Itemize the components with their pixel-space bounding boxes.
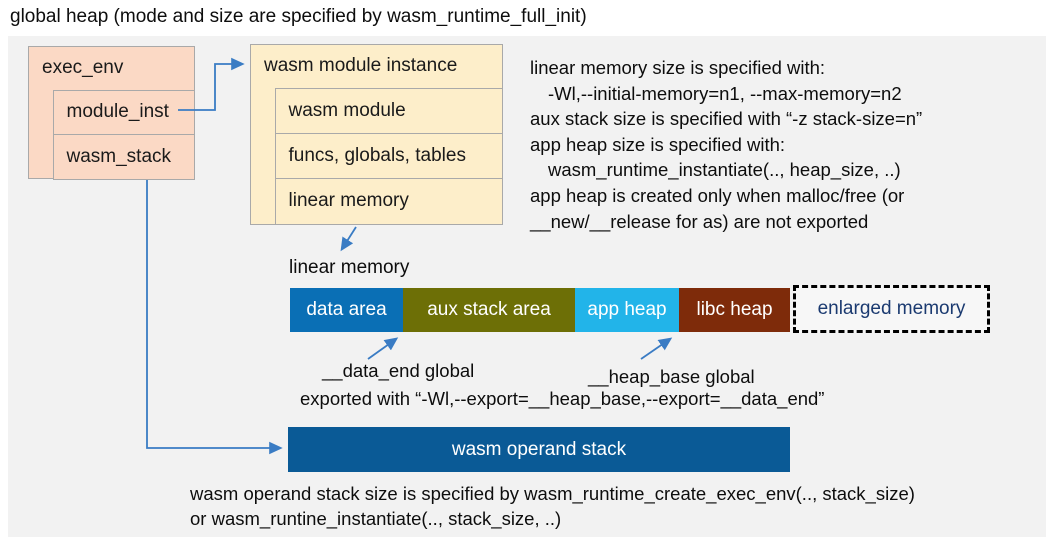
segment-enlarged-memory: enlarged memory: [793, 285, 990, 333]
module-instance-header: wasm module instance: [264, 55, 458, 76]
segment-app-heap: app heap: [575, 288, 679, 332]
linear-memory-notes: linear memory size is specified with: -W…: [530, 55, 1045, 234]
exec-env-header: exec_env: [42, 57, 124, 78]
module-instance-row-linear-memory: linear memory: [274, 178, 503, 225]
segment-libc-heap: libc heap: [679, 288, 790, 332]
note-line: __new/__release for as) are not exported: [530, 210, 869, 232]
linear-memory-label: linear memory: [289, 257, 410, 278]
wasm-operand-stack-bar: wasm operand stack: [288, 427, 790, 472]
note-line: wasm operand stack size is specified by …: [190, 483, 915, 504]
diagram-title: global heap (mode and size are specified…: [10, 6, 587, 27]
exec-env-row-module-inst: module_inst: [52, 89, 195, 135]
heap-base-global-label: __heap_base global: [588, 366, 755, 387]
note-line: app heap is created only when malloc/fre…: [530, 184, 905, 206]
operand-stack-notes: wasm operand stack size is specified by …: [190, 481, 915, 531]
note-line: app heap size is specified with:: [530, 133, 786, 155]
segment-aux-stack-area: aux stack area: [403, 288, 575, 332]
module-instance-row-wasm-module: wasm module: [274, 87, 503, 135]
module-instance-row-funcs-globals-tables: funcs, globals, tables: [274, 133, 503, 180]
exec-env-box: exec_env module_inst wasm_stack: [28, 46, 195, 180]
data-end-global-label: __data_end global: [322, 360, 475, 381]
module-instance-box: wasm module instance wasm module funcs, …: [250, 44, 503, 225]
segment-data-area: data area: [290, 288, 403, 332]
note-line: aux stack size is specified with “-z sta…: [530, 108, 923, 130]
exec-env-row-wasm-stack: wasm_stack: [52, 133, 195, 180]
exported-with-label: exported with “-Wl,--export=__heap_base,…: [300, 388, 825, 409]
note-line: linear memory size is specified with:: [530, 57, 826, 78]
note-line: -Wl,--initial-memory=n1, --max-memory=n2: [548, 82, 902, 104]
note-line: wasm_runtime_instantiate(.., heap_size, …: [548, 159, 901, 181]
note-line: or wasm_runtine_instantiate(.., stack_si…: [190, 508, 562, 529]
